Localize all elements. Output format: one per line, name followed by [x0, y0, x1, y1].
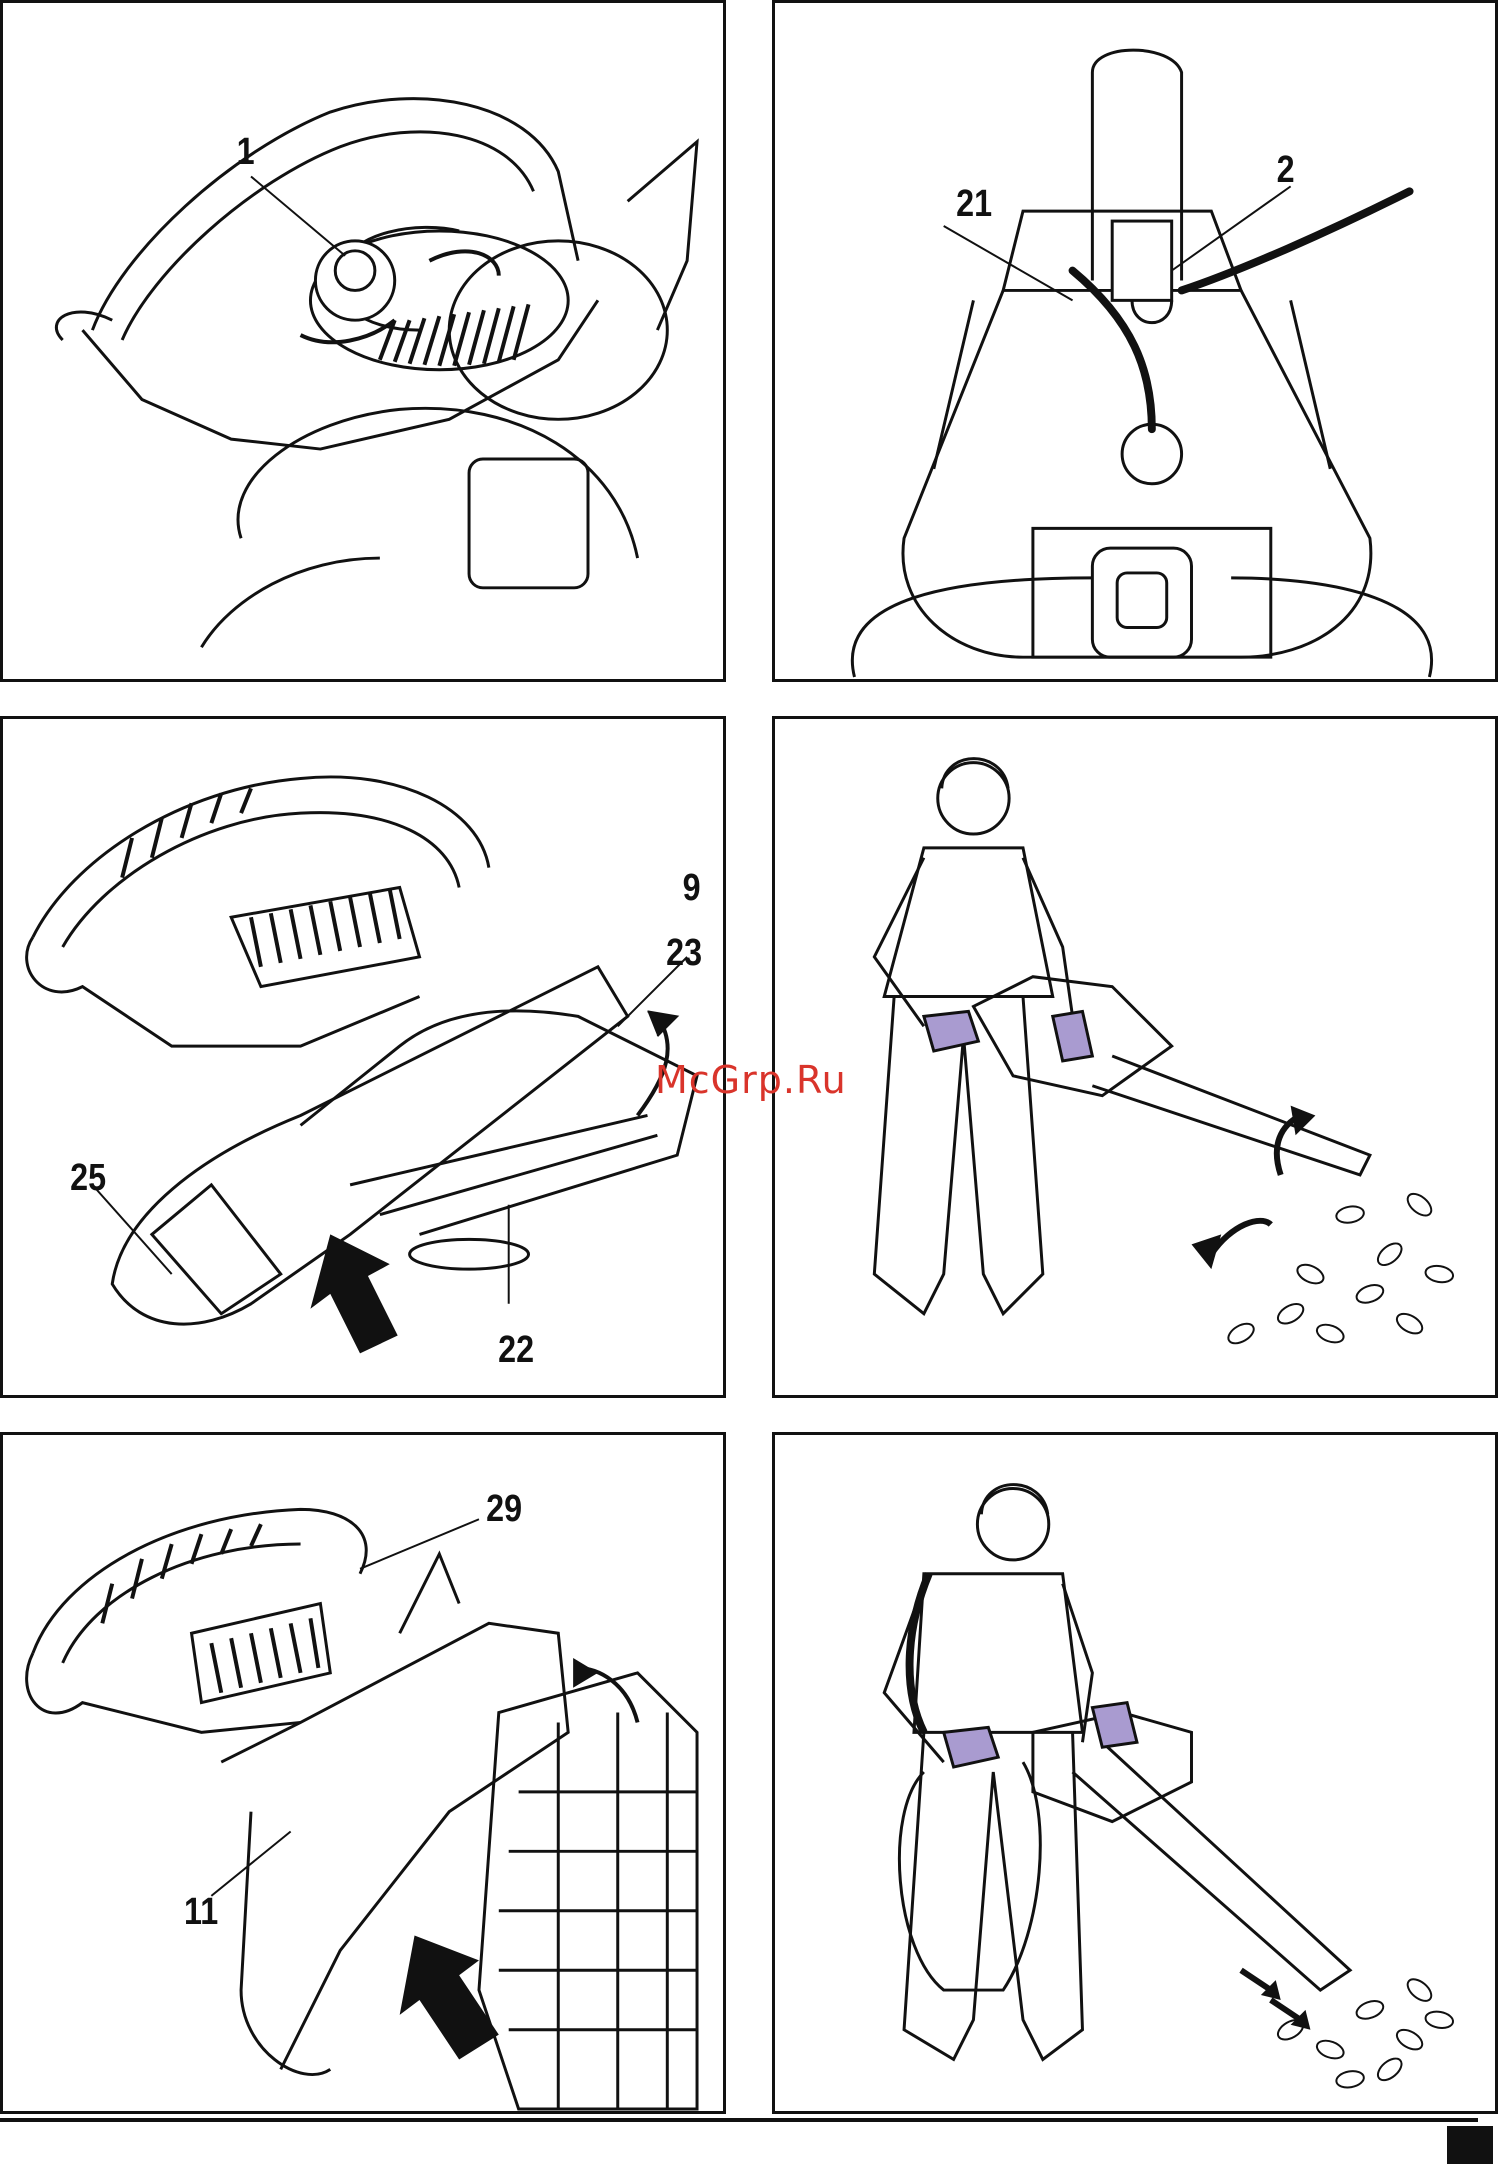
footer-page-marker: [1447, 2126, 1493, 2164]
callout-22: 22: [498, 1331, 534, 1369]
cord-retainer-illustration: [775, 3, 1495, 679]
callout-23: 23: [666, 934, 702, 972]
figure-panel-c: 9 23 25 22: [0, 716, 726, 1398]
callout-21: 21: [956, 185, 992, 223]
callout-11: 11: [184, 1893, 218, 1931]
figure-panel-e: 29 11: [0, 1432, 726, 2114]
tube-removal-illustration: [3, 719, 723, 1395]
figure-panel-d: [772, 716, 1498, 1398]
callout-9: 9: [683, 869, 701, 907]
callout-25: 25: [70, 1159, 106, 1197]
blower-speed-dial-illustration: [3, 3, 723, 679]
vacuum-mode-person-illustration: [775, 1435, 1495, 2111]
callout-2: 2: [1277, 151, 1295, 189]
vacuum-tube-fitting-illustration: [3, 1435, 723, 2111]
figure-panel-a: 1: [0, 0, 726, 682]
watermark-text: McGrp.Ru: [655, 1058, 847, 1102]
callout-1: 1: [237, 133, 255, 171]
figure-panel-b: 21 2: [772, 0, 1498, 682]
callout-29: 29: [486, 1490, 522, 1528]
footer-rule: [0, 2118, 1478, 2122]
figure-panel-f: [772, 1432, 1498, 2114]
blowing-mode-person-illustration: [775, 719, 1495, 1395]
